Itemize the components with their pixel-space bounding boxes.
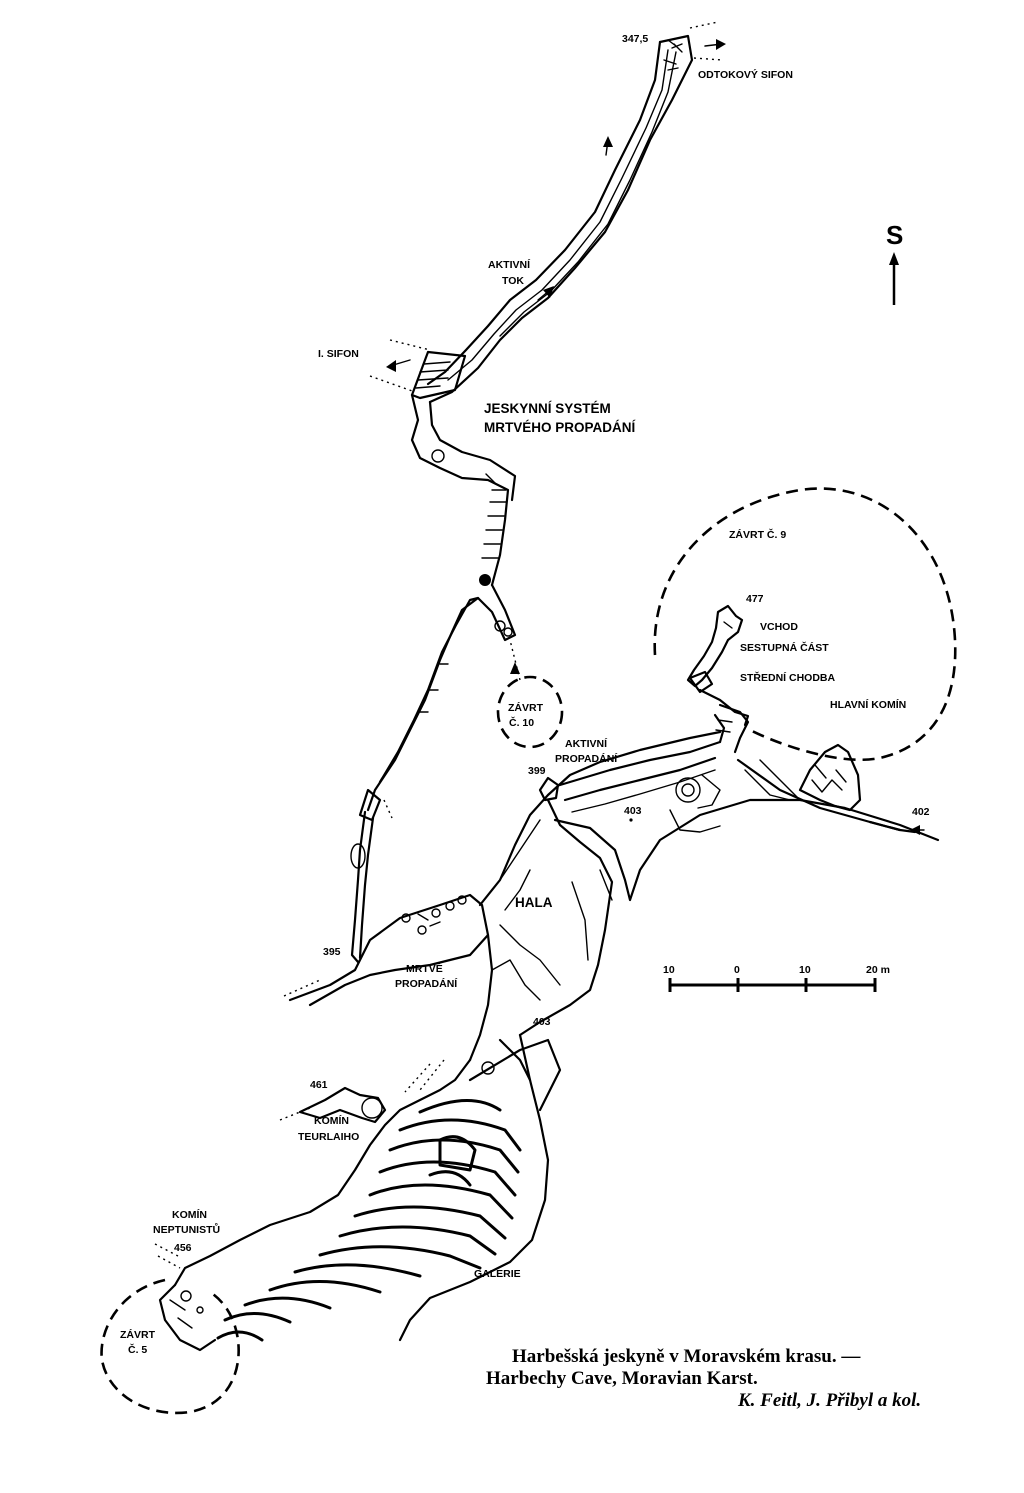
label-galerie: GALERIE xyxy=(474,1268,521,1280)
vchod-corridor xyxy=(686,604,750,727)
dolines xyxy=(100,487,957,1415)
label-elev-347: 347,5 xyxy=(622,33,648,45)
north-arrow: S xyxy=(886,220,903,305)
zavrt-10-outline xyxy=(496,675,564,749)
label-elev-461: 461 xyxy=(310,1079,328,1091)
label-zavrt-5-2: Č. 5 xyxy=(128,1343,147,1356)
north-letter: S xyxy=(886,220,903,250)
label-komin-n-2: NEPTUNISTŮ xyxy=(153,1222,220,1236)
label-hlavni-komin: HLAVNÍ KOMÍN xyxy=(830,698,906,711)
lower-slope xyxy=(154,1033,562,1352)
label-hala: HALA xyxy=(515,895,553,910)
main-hall xyxy=(468,703,940,1062)
scale-tick-0: 0 xyxy=(734,964,740,976)
mrtve-propadani-branch xyxy=(283,893,490,1007)
label-elev-403a: 403 xyxy=(624,805,642,817)
caption-line-2: Harbechy Cave, Moravian Karst. xyxy=(486,1368,758,1389)
label-aktivni-prop-1: AKTIVNÍ xyxy=(565,737,608,750)
caption-line-1: Harbešská jeskyně v Moravském krasu. — xyxy=(512,1346,861,1367)
zavrt-5-outline xyxy=(100,1278,240,1415)
label-stredni: STŘEDNÍ CHODBA xyxy=(740,671,836,684)
label-komin-t-1: KOMÍN xyxy=(314,1114,349,1127)
label-aktivni-prop-2: PROPADÁNÍ xyxy=(555,752,618,765)
map-labels: 347,5 ODTOKOVÝ SIFON AKTIVNÍ TOK I. SIFO… xyxy=(120,33,930,1356)
label-aktivni-tok-1: AKTIVNÍ xyxy=(488,258,531,271)
caption: Harbešská jeskyně v Moravském krasu. — H… xyxy=(486,1346,921,1411)
label-odtokovy-sifon: ODTOKOVÝ SIFON xyxy=(698,68,793,81)
label-mrtve-1: MRTVÉ xyxy=(406,962,443,975)
caption-line-3: K. Feitl, J. Přibyl a kol. xyxy=(737,1390,921,1411)
label-mrtve-2: PROPADÁNÍ xyxy=(395,977,458,990)
label-vchod: VCHOD xyxy=(760,621,798,633)
label-zavrt-9: ZÁVRT Č. 9 xyxy=(729,528,786,541)
label-elev-403b: 403 xyxy=(533,1016,551,1028)
label-i-sifon: I. SIFON xyxy=(318,348,359,360)
label-elev-402: 402 xyxy=(912,806,930,818)
scale-tick-10-left: 10 xyxy=(663,964,675,976)
label-zavrt-10-2: Č. 10 xyxy=(509,716,534,729)
scale-tick-10-right: 10 xyxy=(799,964,811,976)
label-system-2: MRTVÉHO PROPADÁNÍ xyxy=(484,420,637,435)
label-elev-477: 477 xyxy=(746,593,764,605)
label-sestupna: SESTUPNÁ ČÁST xyxy=(740,641,829,654)
upper-passage xyxy=(350,21,726,964)
label-komin-n-1: KOMÍN xyxy=(172,1208,207,1221)
label-zavrt-10-1: ZÁVRT xyxy=(508,701,544,714)
label-system-1: JESKYNNÍ SYSTÉM xyxy=(484,401,611,416)
label-zavrt-5-1: ZÁVRT xyxy=(120,1328,156,1341)
label-elev-399: 399 xyxy=(528,765,546,777)
scale-tick-20m: 20 m xyxy=(866,964,890,976)
label-komin-t-2: TEURLAIHO xyxy=(298,1131,359,1143)
scale-bar: 10 0 10 20 m xyxy=(663,964,890,992)
label-elev-456: 456 xyxy=(174,1242,192,1254)
label-elev-395: 395 xyxy=(323,946,341,958)
zavrt-9-outline xyxy=(653,487,957,762)
label-aktivni-tok-2: TOK xyxy=(502,275,524,287)
